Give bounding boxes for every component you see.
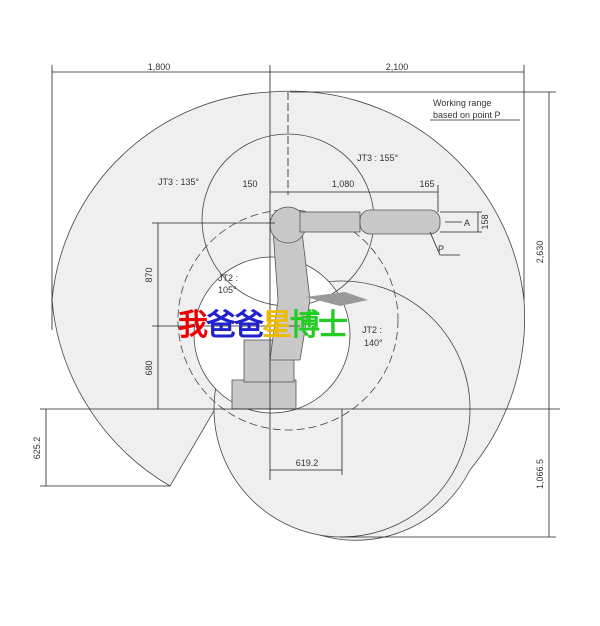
dim-1800: 1,800 [148, 62, 171, 72]
jt2-right-label-1: JT2 : [362, 325, 382, 335]
watermark-char: 士 [318, 308, 348, 343]
watermark-char: 我 [178, 308, 208, 343]
point-p-label: P [438, 244, 444, 254]
graduation-cap-icon [305, 292, 368, 306]
watermark-char: 爸 [206, 308, 236, 343]
dim-1066: 1,066.5 [535, 459, 545, 489]
watermark-char: 星 [262, 308, 292, 343]
watermark-char: 博 [290, 308, 320, 343]
jt2-left-label-2: 105° [218, 285, 237, 295]
dim-150: 150 [242, 179, 257, 189]
working-range-label-2: based on point P [433, 110, 501, 120]
robot-arm [231, 206, 441, 410]
dim-2100: 2,100 [386, 62, 409, 72]
jt3-155-label: JT3 : 155° [357, 153, 399, 163]
working-range-label-1: Working range [433, 98, 491, 108]
dim-158: 158 [480, 214, 490, 229]
dim-625: 625.2 [32, 437, 42, 460]
dim-870: 870 [144, 267, 154, 282]
watermark-char: 爸 [234, 308, 264, 343]
dim-2630: 2,630 [535, 241, 545, 264]
inner-clear-zone [193, 256, 351, 414]
watermark-logo: 我爸爸星博士 [178, 300, 348, 344]
dim-619: 619.2 [296, 458, 319, 468]
jt3-135-label: JT3 : 135° [158, 177, 200, 187]
dim-165: 165 [419, 179, 434, 189]
dim-680: 680 [144, 360, 154, 375]
jt2-left-label-1: JT2 : [218, 273, 238, 283]
dim-1080: 1,080 [332, 179, 355, 189]
point-a-label: A [464, 218, 470, 228]
jt2-right-label-2: 140° [364, 338, 383, 348]
dimension-lines [40, 65, 560, 538]
